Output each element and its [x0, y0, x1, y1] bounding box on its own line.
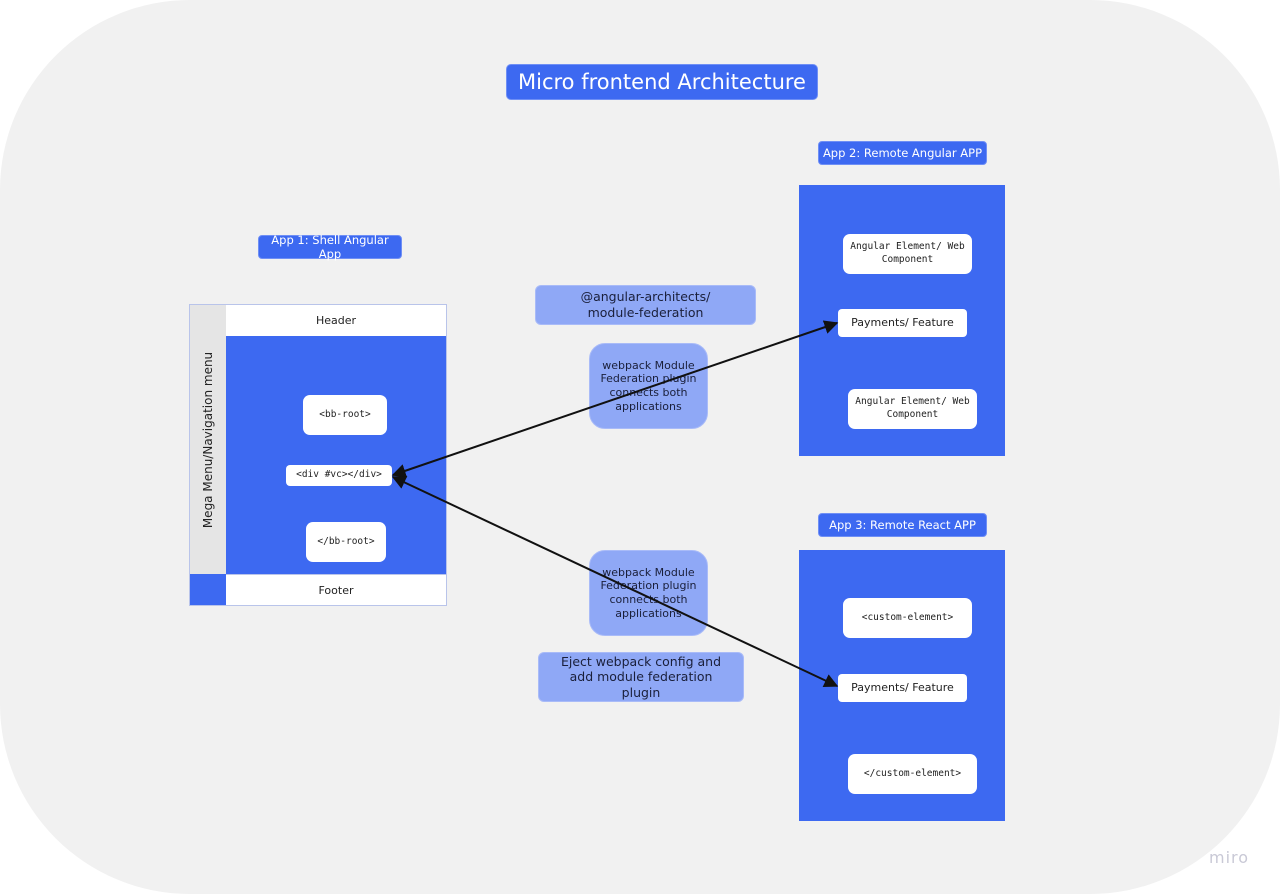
bb-root-close-card[interactable]: </bb-root>: [306, 522, 386, 562]
miro-logo: miro: [1209, 848, 1250, 867]
diagram-title[interactable]: Micro frontend Architecture: [506, 64, 818, 100]
app1-label[interactable]: App 1: Shell Angular App: [258, 233, 402, 261]
header-section[interactable]: Header: [226, 305, 446, 336]
view-container-card[interactable]: <div #vc></div>: [286, 465, 392, 486]
footer-label: Footer: [318, 583, 354, 597]
navigation-menu-label: Mega Menu/Navigation menu: [201, 351, 215, 528]
federation-note-top[interactable]: webpack Module Federation plugin connect…: [589, 343, 708, 429]
federation-note-bottom[interactable]: webpack Module Federation plugin connect…: [589, 550, 708, 636]
bb-root-open-card[interactable]: <bb-root>: [303, 395, 387, 435]
app2-angular-element-card-bottom[interactable]: Angular Element/ Web Component: [848, 389, 977, 429]
app2-label[interactable]: App 2: Remote Angular APP: [818, 141, 987, 165]
app3-custom-element-close-card[interactable]: </custom-element>: [848, 754, 977, 794]
app2-angular-element-card-top[interactable]: Angular Element/ Web Component: [843, 234, 972, 274]
nav-corner-block: [190, 574, 226, 605]
app3-label[interactable]: App 3: Remote React APP: [818, 513, 987, 537]
app3-payments-feature-card[interactable]: Payments/ Feature: [838, 674, 967, 702]
navigation-menu-strip[interactable]: Mega Menu/Navigation menu: [190, 305, 226, 574]
app2-payments-feature-card[interactable]: Payments/ Feature: [838, 309, 967, 337]
header-label: Header: [315, 314, 357, 327]
app3-custom-element-open-card[interactable]: <custom-element>: [843, 598, 972, 638]
footer-section[interactable]: Footer: [226, 574, 446, 605]
angular-architects-note[interactable]: @angular-architects/ module-federation: [535, 285, 756, 325]
eject-webpack-note[interactable]: Eject webpack config and add module fede…: [538, 652, 744, 702]
